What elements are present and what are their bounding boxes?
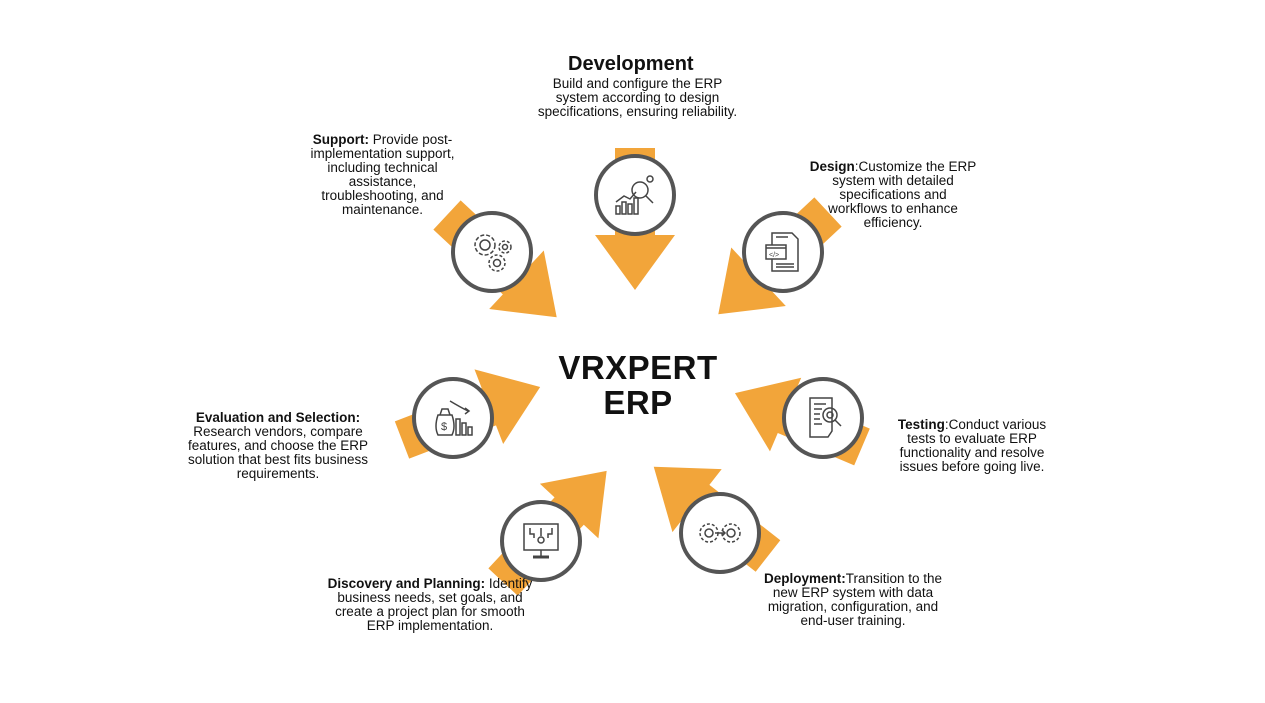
discovery-text: Discovery and Planning: Identify busines… xyxy=(325,577,535,633)
design-description: :Customize the ERP system with detailed … xyxy=(828,159,977,230)
discovery-description: Identify business needs, set goals, and … xyxy=(335,576,533,633)
development-title: Development xyxy=(568,53,694,75)
monitor-circuit-icon xyxy=(523,523,559,559)
discovery-circle xyxy=(500,500,582,582)
gears-icon xyxy=(474,234,512,272)
evaluation-circle: $ xyxy=(412,377,494,459)
support-description: Provide post-implementation support, inc… xyxy=(310,132,455,217)
testing-circle xyxy=(782,377,864,459)
gear-transfer-icon xyxy=(699,523,741,543)
support-text: Support: Provide post-implementation sup… xyxy=(300,133,465,217)
support-title: Support: xyxy=(312,132,369,147)
deployment-text: Deployment:Transition to the new ERP sys… xyxy=(758,572,948,628)
testing-text: Testing:Conduct various tests to evaluat… xyxy=(882,418,1062,474)
deployment-title: Deployment: xyxy=(763,571,846,586)
svg-text:</>: </> xyxy=(769,252,779,259)
support-circle xyxy=(451,211,533,293)
design-circle: </> xyxy=(742,211,824,293)
evaluation-description: Research vendors, compare features, and … xyxy=(187,424,369,481)
design-title: Design xyxy=(809,159,855,174)
money-chart-icon: $ xyxy=(435,400,473,436)
testing-title: Testing xyxy=(897,417,945,432)
design-text: Design:Customize the ERP system with det… xyxy=(808,160,978,230)
analytics-search-icon xyxy=(615,175,654,215)
document-inspect-icon xyxy=(809,397,842,438)
code-document-icon: </> xyxy=(765,232,799,272)
testing-description: :Conduct various tests to evaluate ERP f… xyxy=(899,417,1047,474)
development-circle xyxy=(594,154,676,236)
development-description: Build and configure the ERP system accor… xyxy=(537,76,738,119)
center-title-line2: ERP xyxy=(603,384,673,421)
discovery-title: Discovery and Planning: xyxy=(327,576,486,591)
svg-text:$: $ xyxy=(441,421,447,433)
deployment-description: Transition to the new ERP system with da… xyxy=(767,571,943,628)
deployment-circle xyxy=(679,492,761,574)
evaluation-text: Evaluation and Selection: Research vendo… xyxy=(168,411,388,481)
center-title: VRXPERT ERP xyxy=(538,350,738,420)
center-title-line1: VRXPERT xyxy=(558,349,718,386)
evaluation-title: Evaluation and Selection: xyxy=(195,410,361,425)
